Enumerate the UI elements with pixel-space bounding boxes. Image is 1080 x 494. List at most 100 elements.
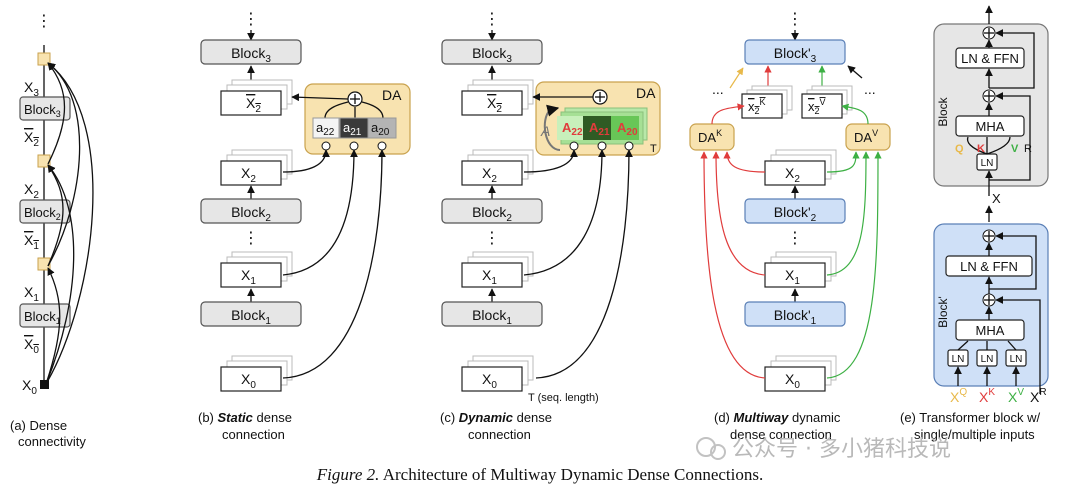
x2-label-d: X2 (785, 165, 800, 185)
wire-c-x1-da (523, 149, 606, 276)
block1-label-c: Block1 (472, 307, 512, 327)
watermark-text: 公众号 · 多小猪科技说 (732, 437, 951, 462)
block2-c (441, 198, 543, 224)
xv-label-e: XV (1008, 387, 1024, 405)
ln-label-e-q: LN (952, 354, 965, 365)
vdots-b-mid: ⋮ (243, 230, 259, 247)
panel-d-multiway: ⋮ Block'3 ... ... x2K x2V DAK DAV X2 Blo… (689, 11, 891, 442)
vdots-d-mid: ⋮ (787, 230, 803, 247)
wire-d-x2-green (826, 151, 860, 173)
dyn-arrow-c (543, 104, 561, 151)
block3-label-c: Block3 (472, 45, 512, 65)
block2-label-a: Block2 (24, 205, 61, 222)
block1-a (19, 303, 71, 328)
mul-b-0 (377, 141, 387, 151)
panel-b-static-dense: ⋮ Block3 X2 DA a22 a21 a20 X2 (198, 11, 411, 442)
res-e-top-2 (989, 29, 1035, 89)
blockp2-label-d: Block'2 (774, 204, 817, 224)
arrow-d-black (847, 65, 863, 79)
lnffn-label-e-top: LN & FFN (961, 51, 1019, 66)
x2bar-label-b: X2 (246, 95, 261, 115)
wechat-icon (696, 437, 716, 457)
mul-b-1 (349, 141, 359, 151)
caption-c-line2: connection (468, 427, 531, 442)
q-label-e: Q (955, 143, 964, 155)
w21-label-b: a21 (343, 120, 362, 138)
x0-b (220, 366, 282, 392)
wire-d-dak-out (711, 103, 745, 125)
block1-label-a: Block1 (24, 309, 61, 326)
block3-a (19, 96, 71, 121)
x2-b (220, 160, 282, 186)
x1-b (220, 262, 282, 288)
node-a-1 (37, 257, 51, 271)
ellipsis-d-right: ... (864, 81, 876, 97)
w22-label-c: A22 (562, 120, 583, 138)
x1-label-d: X1 (785, 267, 800, 287)
x2bar-label-c: X2 (487, 95, 502, 115)
w21-label-c: A21 (589, 120, 610, 138)
arc-a-1-3 (47, 62, 81, 267)
node-a-3 (37, 52, 51, 66)
seq-label-c: T (seq. length) (528, 392, 599, 404)
res-e-top-1 (989, 92, 1031, 181)
res-e-bottom-1 (995, 296, 1041, 394)
wire-c-x2-da (523, 149, 578, 173)
figure-caption: Figure 2. Architecture of Multiway Dynam… (316, 465, 763, 484)
x0bar-label-a: X0 (24, 336, 39, 356)
blockp1-d (744, 301, 846, 327)
vdots-d: ⋮ (787, 11, 803, 28)
wire-b-w22 (324, 101, 349, 119)
blockp3-d (744, 39, 846, 65)
wechat-icon-2 (710, 444, 726, 460)
weight-c-22 (557, 116, 583, 140)
xr-label-e: XR (1030, 387, 1047, 405)
block3-b (200, 39, 302, 65)
r-label-e: R (1024, 143, 1032, 155)
caption-a-line1: (a) Dense (10, 418, 67, 433)
x2-label-a: X2 (24, 181, 39, 201)
wire-b-w20 (361, 101, 384, 119)
ln-label-e-v: LN (1010, 354, 1023, 365)
x2v-label-d: x2V (808, 97, 826, 116)
arc-a-0-2 (45, 164, 75, 385)
x2-d (764, 160, 826, 186)
w22-label-b: a22 (316, 120, 335, 138)
x2-label-b: X2 (241, 165, 256, 185)
mha-label-e-bottom: MHA (976, 323, 1005, 338)
k-label-e: K (977, 143, 985, 155)
xk-label-e: XK (979, 387, 995, 405)
caption-e-line2: single/multiple inputs (914, 427, 1035, 442)
mul-b-2 (321, 141, 331, 151)
da-label-c: DA (636, 85, 656, 101)
wire-d-x0-red (700, 151, 766, 379)
wire-d-x1-green (826, 151, 870, 276)
mha-e-top (955, 115, 1025, 137)
x0-label-a: X0 (22, 377, 37, 397)
wire-d-x2-red (723, 151, 766, 173)
block3-label-a: Block3 (24, 102, 61, 119)
x2bar-b (220, 90, 282, 116)
weight-c-20 (611, 116, 639, 140)
weight-b-20 (367, 117, 397, 139)
block-label-e-top: Block (936, 96, 950, 126)
wire-b-x1-da (282, 149, 358, 276)
ellipsis-d-left: ... (712, 81, 724, 97)
x2k-d (741, 93, 783, 119)
panel-c-dynamic-dense: ⋮ Block3 X2 DA A22 A21 A20 A T X2 (440, 11, 661, 442)
blockp3-label-d: Block'3 (774, 45, 817, 65)
dak-label-d: DAK (698, 128, 722, 145)
arc-a-2-3 (47, 62, 66, 165)
vdots-b: ⋮ (243, 11, 259, 28)
caption-d-line1: (d) Multiway dynamic (714, 410, 841, 425)
x2bar-label-a: X2 (24, 129, 39, 149)
v-label-e: V (1011, 143, 1019, 155)
weight-b-22 (312, 117, 340, 139)
x1-label-c: X1 (482, 267, 497, 287)
block1-c (441, 301, 543, 327)
mul-c-1 (597, 141, 607, 151)
caption-c-line1: (c) Dynamic dense (440, 410, 552, 425)
w20-label-c: A20 (617, 120, 638, 138)
x2-label-c: X2 (482, 165, 497, 185)
wire-c-x0-da (535, 149, 633, 379)
